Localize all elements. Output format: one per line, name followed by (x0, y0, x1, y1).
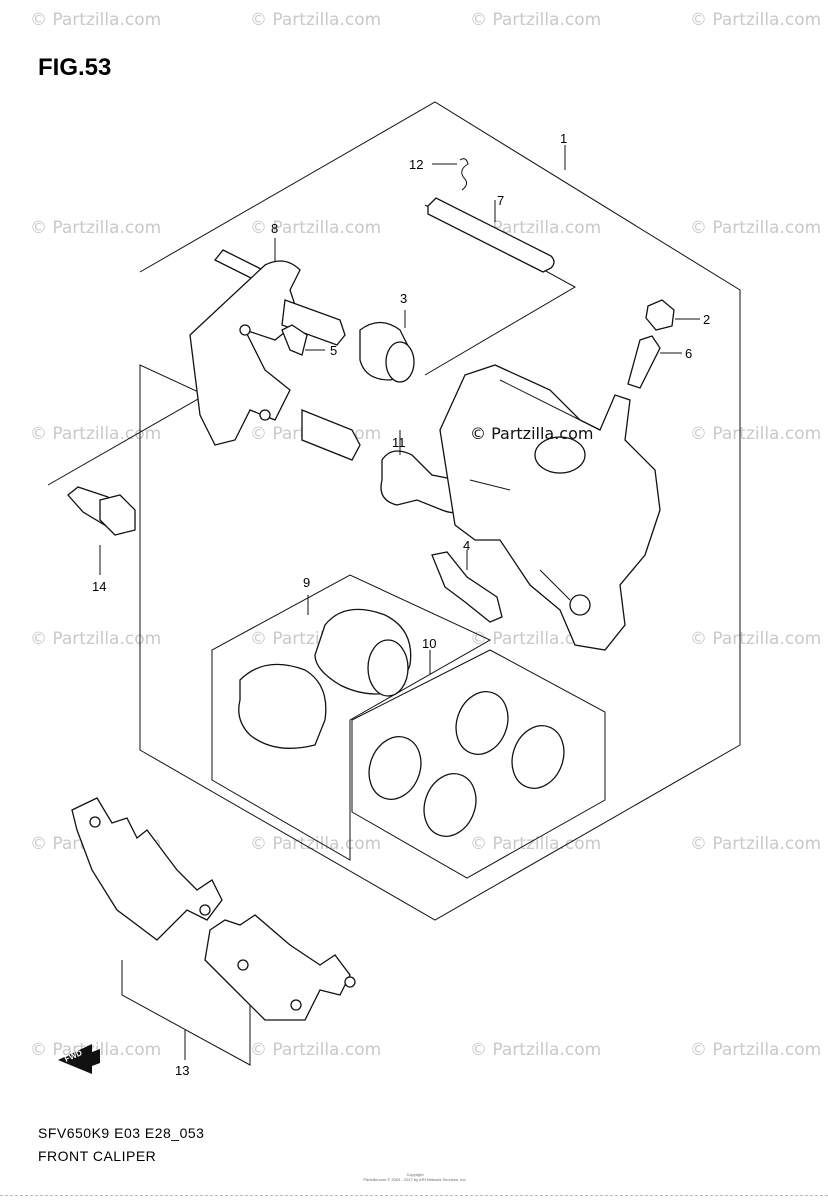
bleeder-cap-part (645, 299, 700, 331)
caliper-bracket-part (189, 238, 361, 461)
watermark: © Partzilla.com (250, 10, 382, 30)
caliper-pin-part (427, 197, 555, 273)
watermark: © Partzilla.com (690, 424, 822, 444)
watermark: © Partzilla.com (250, 218, 382, 238)
watermark: © Partzilla.com (690, 834, 822, 854)
watermark: © Partzilla.com (690, 629, 822, 649)
spring-part (281, 324, 308, 356)
fwd-arrow-icon: FWD (58, 1044, 100, 1074)
watermark: © Partzilla.com (690, 1040, 822, 1060)
caliper-body-part (439, 364, 661, 651)
seal-kit-part (351, 649, 606, 879)
copyright-line: Copyright (406, 1172, 424, 1177)
callout-13: 13 (175, 1063, 189, 1078)
callout-9: 9 (303, 575, 310, 590)
assembly-outline (47, 101, 741, 921)
copyright-line: Partzilla.com © 2004 - 2017 by ARI Netwo… (363, 1177, 467, 1182)
clip-part (459, 158, 469, 191)
piston-kit-part (211, 574, 492, 861)
diagram-caption: FRONT CALIPER (38, 1148, 157, 1164)
callout-11: 11 (392, 435, 406, 450)
watermark: © Partzilla.com (30, 10, 162, 30)
pad-clip-part (431, 550, 503, 623)
watermark: © Partzilla.com (30, 629, 162, 649)
watermark: © Partzilla.com (30, 218, 162, 238)
diagram-code: SFV650K9 E03 E28_053 (38, 1125, 205, 1141)
callout-7: 7 (497, 193, 504, 208)
watermark: © Partzilla.com (470, 1040, 602, 1060)
callout-2: 2 (703, 312, 710, 327)
callout-10: 10 (422, 636, 436, 651)
callout-4: 4 (463, 538, 470, 553)
watermark: © Partzilla.com (470, 834, 602, 854)
watermark: © Partzilla.com (470, 629, 602, 649)
callout-5: 5 (330, 343, 337, 358)
watermark: © Partzilla.com (30, 1040, 162, 1060)
callout-12: 12 (409, 157, 423, 172)
watermark: © Partzilla.com (690, 10, 822, 30)
figure-title: FIG.53 (38, 54, 112, 81)
watermark: © Partzilla.com (690, 218, 822, 238)
watermark: © Partzilla.com (250, 1040, 382, 1060)
watermark: © Partzilla.com (470, 10, 602, 30)
callout-14: 14 (92, 579, 106, 594)
brake-pad-set-part (71, 797, 356, 1066)
callout-1: 1 (560, 131, 567, 146)
watermark-center: © Partzilla.com (470, 424, 594, 443)
mounting-bolt-part (67, 486, 136, 575)
bleeder-screw-part (627, 335, 682, 389)
bottom-rule (0, 1195, 828, 1196)
callout-6: 6 (685, 346, 692, 361)
callout-3: 3 (400, 291, 407, 306)
callout-8: 8 (271, 221, 278, 236)
copyright-notice: Copyright Partzilla.com © 2004 - 2017 by… (360, 1172, 470, 1182)
boot-part-3 (359, 310, 415, 383)
watermark: © Partzilla.com (250, 834, 382, 854)
